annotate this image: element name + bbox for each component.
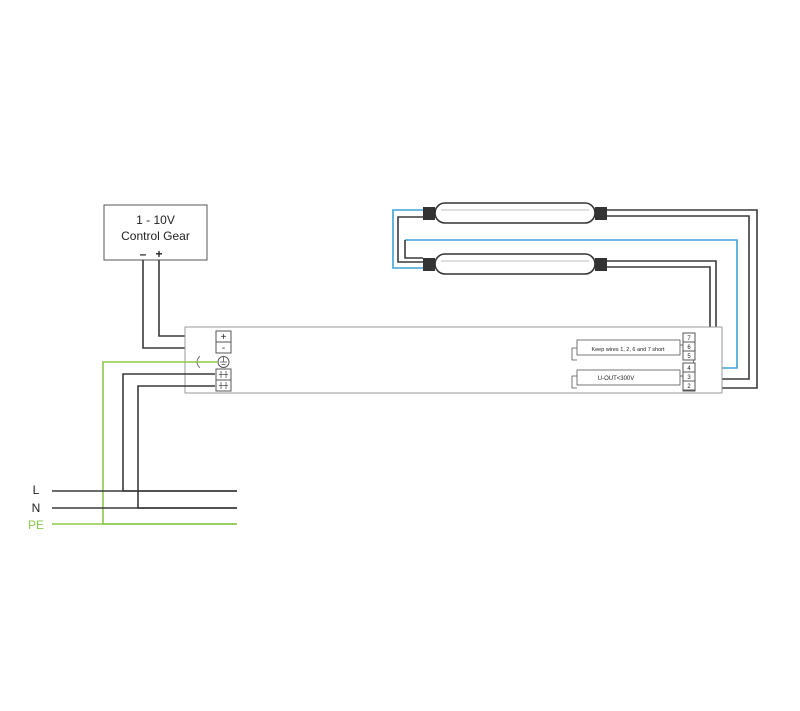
terminal-minus [215, 341, 232, 354]
output-terminal-block: 7 6 5 4 3 2 [682, 332, 696, 392]
out-terminal-5 [682, 350, 696, 361]
driver-input-terminals: + - [196, 330, 232, 392]
lamp-tube-upper [423, 202, 607, 224]
u-out-label: U-OUT<300V [598, 376, 635, 382]
out-label-2: 2 [687, 384, 691, 390]
mains-l-label: L [33, 483, 40, 497]
wire-dim-plus [158, 260, 215, 337]
out-label-4: 4 [687, 366, 691, 372]
wire-left-link [397, 216, 423, 263]
wire-out-7 [607, 209, 758, 389]
out-label-3: 3 [687, 375, 691, 381]
control-gear: 1 - 10V Control Gear – + [103, 204, 208, 261]
driver-output-section: Keep wires 1, 2, 6 and 7 short U-OUT<300… [571, 339, 694, 389]
keep-wires-box [576, 339, 681, 356]
lamp-tubes [423, 202, 607, 275]
control-gear-line2: Control Gear [121, 229, 190, 243]
control-gear-line1: 1 - 10V [136, 213, 175, 227]
out-label-6: 6 [687, 345, 691, 351]
driver: + - Keep wires 1, 2, 6 and 7 short U-OUT… [184, 326, 723, 394]
lamp-tube-lower [423, 253, 607, 275]
terminal-plus-label: + [221, 332, 227, 343]
out-label-7: 7 [687, 336, 691, 342]
terminal-minus-label: - [222, 343, 225, 354]
mains-pe-label: PE [28, 518, 44, 532]
control-gear-plus: + [155, 247, 162, 261]
bracket-bottom [571, 375, 577, 389]
keep-wires-note: Keep wires 1, 2, 6 and 7 short [591, 347, 665, 353]
out-terminal-1 [682, 389, 696, 392]
wire-lower-left [404, 240, 423, 259]
mains-n-label: N [32, 501, 41, 515]
control-gear-box [103, 204, 208, 261]
u-out-box [576, 369, 681, 386]
bracket-top [571, 347, 577, 361]
out-label-5: 5 [687, 354, 691, 360]
wire-blue-left-link [392, 209, 423, 269]
mains-wiring: L N PE [28, 361, 237, 532]
control-gear-minus: – [140, 247, 147, 261]
wire-n-drop [137, 385, 237, 509]
